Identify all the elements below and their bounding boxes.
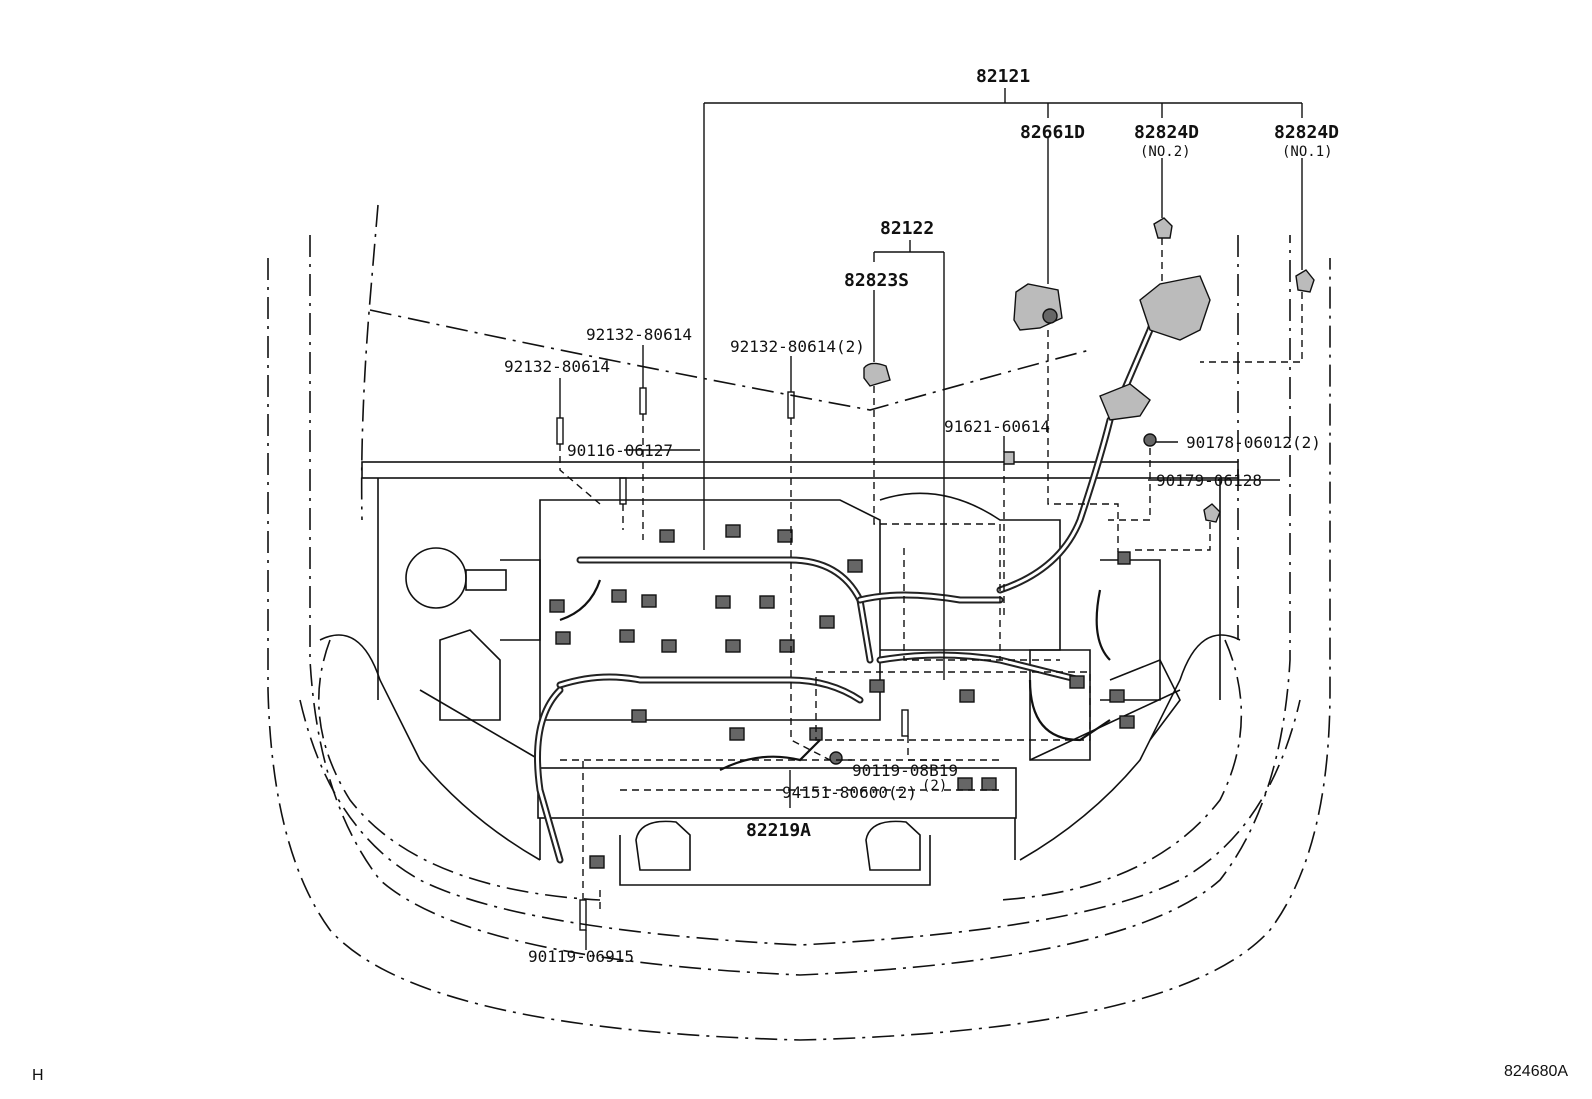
bolts <box>556 387 909 931</box>
figure-id: 824680A <box>1504 1063 1568 1080</box>
label-92132-80614-b: 92132-80614 <box>504 357 610 376</box>
dashed-reference-lines <box>559 238 1303 910</box>
label-90179-06128: 90179-06128 <box>1156 471 1262 490</box>
label-90116-06127: 90116-06127 <box>567 441 673 460</box>
label-90119-06915: 90119-06915 <box>528 947 634 966</box>
corner-mark-left: H <box>32 1067 44 1084</box>
label-82121: 82121 <box>976 66 1030 87</box>
label-82824D-no1: 82824D <box>1274 122 1339 143</box>
harness-connectors <box>549 524 1135 869</box>
part-number-labels: 82121 82661D 82824D (NO.2) 82824D (NO.1)… <box>504 66 1339 966</box>
label-90119-08B19-qty: (2) <box>922 778 947 794</box>
label-82824D-no2: 82824D <box>1134 122 1199 143</box>
label-94151-80600-2: 94151-80600(2) <box>782 783 917 802</box>
label-92132-80614-a: 92132-80614 <box>586 325 692 344</box>
leader-lines <box>559 88 1303 950</box>
label-90119-08B19: 90119-08B19 <box>852 761 958 780</box>
label-82122: 82122 <box>880 218 934 239</box>
upper-components <box>829 217 1315 765</box>
label-82823S: 82823S <box>844 270 909 291</box>
label-90178-06012-2: 90178-06012(2) <box>1186 433 1321 452</box>
label-92132-80614-2: 92132-80614(2) <box>730 337 865 356</box>
label-no1: (NO.1) <box>1282 144 1333 160</box>
label-91621-60614: 91621-60614 <box>944 417 1050 436</box>
label-82661D: 82661D <box>1020 122 1085 143</box>
vehicle-body-outline <box>267 204 1331 1041</box>
label-no2: (NO.2) <box>1140 144 1191 160</box>
label-82219A: 82219A <box>746 820 811 841</box>
